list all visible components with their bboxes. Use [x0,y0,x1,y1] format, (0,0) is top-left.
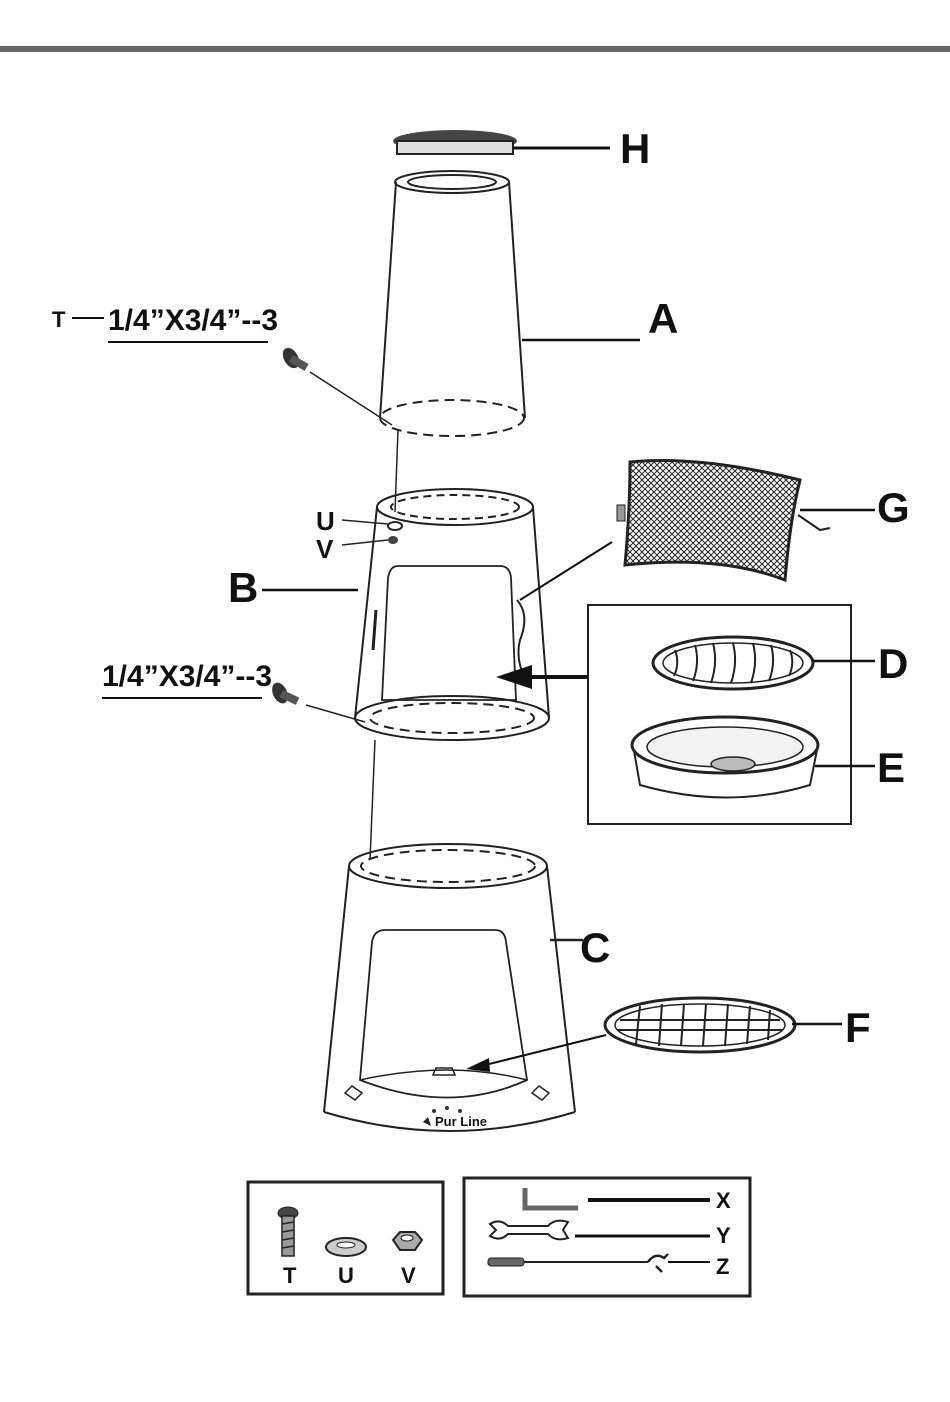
hw-label-t: T [283,1263,297,1288]
brand-logo: Pur Line [423,1106,487,1129]
label-u: U [316,506,335,536]
svg-text:Pur Line: Pur Line [435,1114,487,1129]
part-h-lid [393,130,610,154]
tool-label-z: Z [716,1254,729,1279]
hw-label-v: V [401,1263,416,1288]
screw-spec-mid: 1/4”X3/4”--3 [102,660,272,693]
label-a: A [648,295,678,342]
screw-spec-top: 1/4”X3/4”--3 [108,304,278,337]
part-g-mesh-screen [520,460,875,600]
part-c-base [324,844,583,1131]
label-e: E [877,744,905,791]
washer-u-icon [326,1238,366,1256]
arrow-to-inset [496,665,588,689]
part-f-grate [466,998,842,1072]
label-t: T [52,307,66,332]
label-c: C [580,924,610,971]
label-d: D [878,640,908,687]
top-rule [0,46,950,52]
label-b: B [228,564,258,611]
screw-mid-icon [269,680,365,722]
hw-label-u: U [338,1263,354,1288]
nut-v-icon [393,1232,422,1250]
label-v: V [316,534,334,564]
tool-label-x: X [716,1188,731,1213]
part-b-body [355,430,549,860]
label-h: H [620,125,650,172]
label-f: F [845,1004,871,1051]
washer-nut-on-b [342,520,402,545]
tool-label-y: Y [716,1223,731,1248]
screw-top-icon [279,345,392,425]
part-a-chimney [380,171,640,436]
label-g: G [877,484,910,531]
